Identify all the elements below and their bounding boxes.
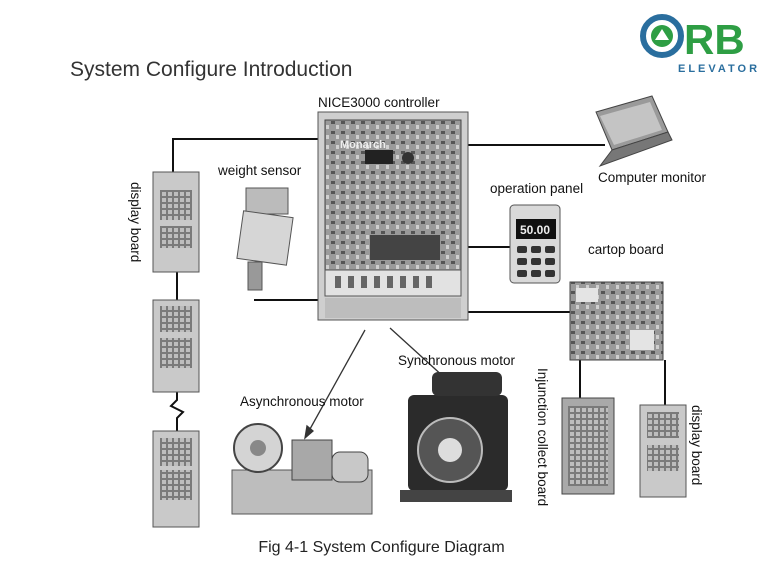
connection-lines bbox=[169, 138, 666, 431]
display-board-right-label: display board bbox=[689, 405, 704, 486]
weight-sensor bbox=[236, 187, 294, 291]
page-title: System Configure Introduction bbox=[70, 58, 353, 81]
nice3000-controller: Monarch bbox=[317, 111, 469, 321]
controller-label: NICE3000 controller bbox=[318, 95, 440, 110]
display-board-left-1 bbox=[152, 171, 200, 273]
operation-panel-label: operation panel bbox=[490, 181, 584, 196]
logo-letters: RB bbox=[684, 16, 745, 62]
asynchronous-motor-label: Asynchronous motor bbox=[240, 394, 364, 409]
logo-mark: RB bbox=[640, 14, 745, 63]
display-board-left-label: display board bbox=[128, 182, 143, 263]
display-board-left-3 bbox=[152, 430, 200, 528]
cartop-board-label: cartop board bbox=[588, 242, 664, 257]
asynchronous-motor bbox=[231, 423, 373, 515]
injunction-collect-board bbox=[561, 397, 615, 495]
synchronous-motor bbox=[400, 372, 512, 502]
operation-panel-readout: 50.00 bbox=[520, 223, 550, 237]
computer-monitor bbox=[595, 95, 673, 168]
computer-monitor-label: Computer monitor bbox=[598, 170, 707, 185]
operation-panel: 50.00 bbox=[509, 204, 561, 284]
cartop-board bbox=[569, 281, 664, 361]
motor-links bbox=[304, 327, 446, 440]
synchronous-motor-label: Synchronous motor bbox=[398, 353, 516, 368]
controller-brand: Monarch bbox=[340, 139, 386, 151]
injunction-collect-board-label: Injunction collect board bbox=[535, 368, 550, 507]
display-board-left-2 bbox=[152, 299, 200, 393]
orb-elevator-logo: RB ELEVATOR bbox=[640, 12, 757, 76]
figure-caption: Fig 4-1 System Configure Diagram bbox=[258, 539, 505, 556]
weight-sensor-label: weight sensor bbox=[218, 163, 302, 178]
logo-word: ELEVATOR bbox=[678, 63, 761, 75]
display-board-right bbox=[639, 404, 687, 498]
